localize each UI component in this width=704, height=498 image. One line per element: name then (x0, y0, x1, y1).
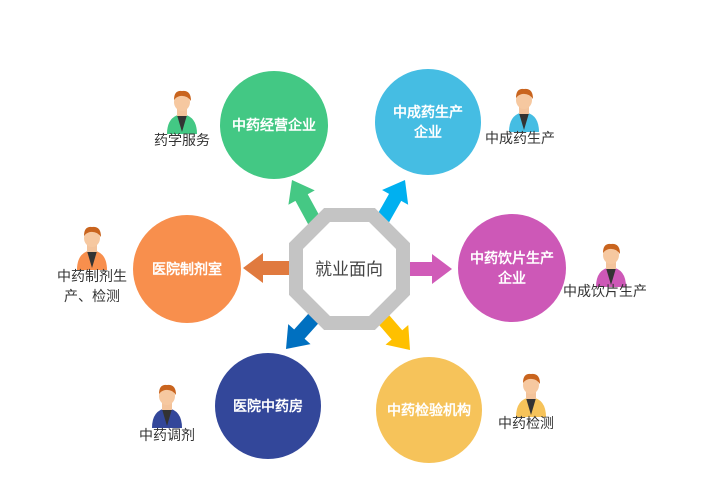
node-title: 企业 (497, 270, 526, 287)
role-label: 产、检测 (64, 289, 120, 305)
role-label: 中药检测 (498, 416, 554, 432)
node-title: 医院中药房 (233, 398, 303, 415)
center-label: 就业面向 (315, 260, 383, 280)
person-icon (596, 243, 626, 287)
node-circle (376, 357, 482, 463)
role-label: 中成饮片生产 (563, 284, 647, 300)
node-circle (458, 214, 566, 322)
person-icon (509, 88, 539, 132)
arrow-orange (243, 253, 302, 283)
node-blue: 中成药生产企业中成药生产 (375, 69, 555, 175)
node-title: 中药经营企业 (232, 117, 316, 134)
node-title: 中药饮片生产 (470, 250, 554, 267)
node-title: 中成药生产 (393, 104, 463, 121)
center-octagon (289, 208, 410, 330)
role-label: 中药调剂 (139, 428, 195, 444)
arrow-green (288, 180, 323, 228)
role-label: 药学服务 (154, 133, 210, 149)
role-label: 中成药生产 (485, 131, 555, 147)
node-title: 中药检验机构 (387, 402, 471, 419)
node-title: 企业 (413, 124, 442, 141)
node-circle (215, 353, 321, 459)
person-icon (167, 90, 197, 134)
person-icon (516, 373, 546, 417)
person-icon (77, 226, 107, 270)
node-circle (375, 69, 481, 175)
node-circle (220, 71, 328, 179)
role-label: 中药制剂生 (57, 269, 127, 285)
arrow-magenta (396, 254, 452, 284)
node-circle (133, 215, 241, 323)
node-title: 医院制剂室 (152, 261, 222, 278)
person-icon (152, 384, 182, 428)
